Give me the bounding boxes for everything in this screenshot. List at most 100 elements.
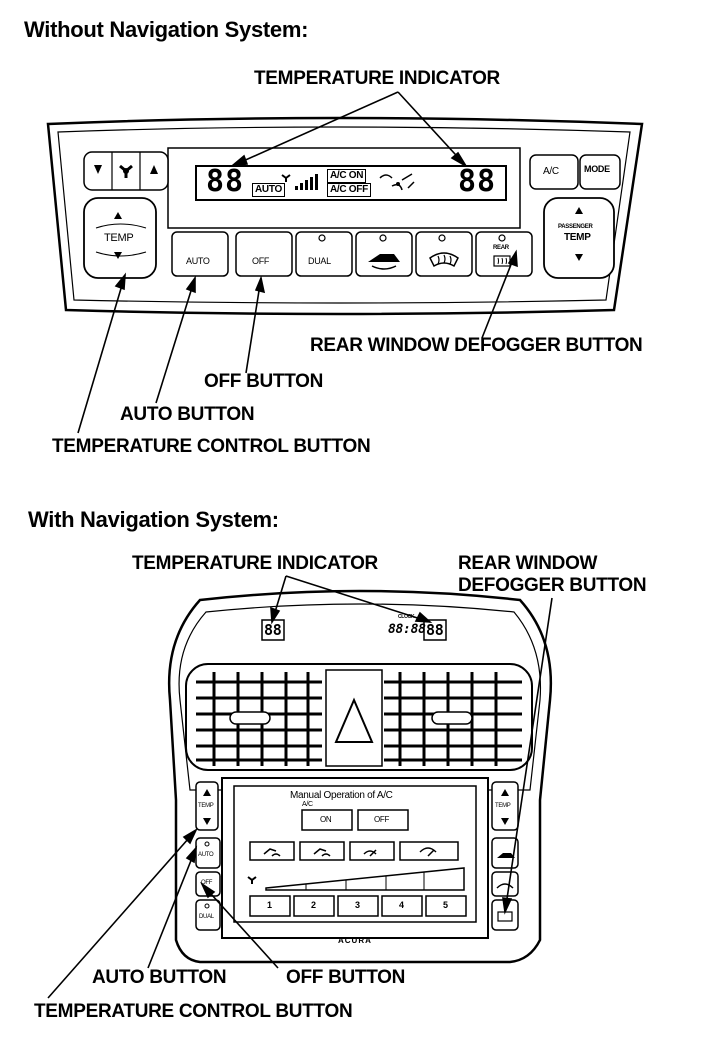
nav-temp-label-left: TEMP	[198, 803, 214, 809]
callout-lines	[77, 91, 518, 434]
windshield-defrost-icon	[429, 252, 459, 268]
callout-off-button-nav: OFF BUTTON	[286, 967, 406, 988]
fan-icon	[247, 876, 257, 884]
fan-level-label-2: 2	[311, 900, 316, 910]
callout-off-button: OFF BUTTON	[204, 371, 324, 392]
temperature-indicator-left: 88	[206, 164, 245, 199]
nav-recirculation-button[interactable]	[491, 837, 519, 869]
callout-temperature-control-nav: TEMPERATURE CONTROL BUTTON	[34, 1001, 353, 1022]
nav-auto-label: AUTO	[198, 852, 214, 858]
up-arrow-icon	[203, 789, 211, 796]
temp-control-button-left[interactable]	[83, 197, 157, 279]
indicator-lamp	[318, 234, 326, 242]
up-arrow-icon	[575, 207, 583, 214]
indicator-lamp	[498, 234, 506, 242]
screen-ac-tag: A/C	[302, 801, 313, 808]
ac-on-tag: A/C ON	[327, 169, 367, 183]
auto-button-label: AUTO	[186, 256, 210, 266]
passenger-temp-button[interactable]	[543, 197, 615, 279]
nav-dual-label: DUAL	[199, 914, 214, 920]
nav-temperature-indicator-left: 88	[264, 621, 282, 639]
vent-tab-right	[431, 711, 473, 725]
fan-icon	[119, 164, 133, 178]
rear-defogger-button[interactable]	[475, 231, 533, 277]
nav-housing	[167, 589, 553, 964]
fan-level-label-5: 5	[443, 900, 448, 910]
nav-clock: 88:88	[388, 622, 426, 637]
vent-tab-left	[229, 711, 271, 725]
indicator-lamp	[438, 234, 446, 242]
climate-panel-without-nav	[46, 91, 644, 434]
screen-mode-floor-button[interactable]	[349, 841, 395, 861]
nav-temp-label-right: TEMP	[495, 803, 511, 809]
off-button[interactable]	[235, 231, 293, 277]
down-arrow-icon	[94, 165, 102, 174]
dual-button-label: DUAL	[308, 256, 331, 266]
callout-auto-button: AUTO BUTTON	[120, 404, 255, 425]
callout-temperature-control: TEMPERATURE CONTROL BUTTON	[52, 436, 371, 457]
callout-lines-nav	[47, 575, 553, 999]
mode-button-label: MODE	[584, 164, 610, 174]
auto-mode-tag: AUTO	[252, 183, 285, 197]
mode-button[interactable]	[579, 154, 621, 190]
callout-rear-window-defogger: REAR WINDOW DEFOGGER BUTTON	[310, 335, 643, 356]
vent-grille-left	[196, 672, 322, 766]
hazard-triangle-icon	[334, 697, 374, 743]
screen-title: Manual Operation of A/C	[290, 790, 393, 801]
ac-off-tag: A/C OFF	[327, 183, 371, 197]
nav-off-label: OFF	[201, 880, 213, 886]
nav-defrost-button[interactable]	[491, 871, 519, 897]
up-arrow-icon	[150, 165, 158, 174]
screen-mode-floor-defrost-button[interactable]	[399, 841, 459, 861]
nav-rear-defogger-button[interactable]	[491, 899, 519, 931]
recirculation-icon	[497, 853, 515, 858]
fan-level-label-4: 4	[399, 900, 404, 910]
rear-tag: REAR	[493, 245, 509, 251]
screen-mode-face-button[interactable]	[249, 841, 295, 861]
temperature-indicator-right: 88	[458, 164, 497, 199]
nav-temperature-indicator-right: 88	[426, 621, 444, 639]
passenger-label: PASSENGER	[558, 224, 593, 230]
callout-temperature-indicator-nav: TEMPERATURE INDICATOR	[132, 553, 378, 574]
down-arrow-icon	[575, 254, 583, 261]
down-arrow-icon	[501, 818, 509, 825]
temp-label: TEMP	[104, 232, 134, 244]
rear-defogger-icon	[497, 911, 513, 922]
up-arrow-icon	[114, 212, 122, 219]
windshield-defrost-button[interactable]	[415, 231, 473, 277]
screen-mode-bilevel-button[interactable]	[299, 841, 345, 861]
fan-level-label-3: 3	[355, 900, 360, 910]
bottom-button-row	[171, 231, 533, 277]
callout-auto-button-nav: AUTO BUTTON	[92, 967, 227, 988]
up-arrow-icon	[501, 789, 509, 796]
airflow-mode-icons	[263, 847, 437, 857]
fan-level-label-1: 1	[267, 900, 272, 910]
dual-button[interactable]	[295, 231, 353, 277]
airflow-mode-icon	[379, 173, 415, 191]
fan-speed-wedge	[265, 867, 465, 891]
hazard-button[interactable]	[325, 669, 383, 767]
callout-rear-defogger-line2: DEFOGGER BUTTON	[458, 575, 647, 596]
heading-without-navigation: Without Navigation System:	[24, 17, 309, 42]
heading-with-navigation: With Navigation System:	[28, 507, 279, 532]
down-arrow-icon	[203, 818, 211, 825]
indicator-lamp	[379, 234, 387, 242]
passenger-temp-label: TEMP	[564, 232, 591, 243]
nav-clock-tag: CLOCK	[398, 614, 415, 620]
windshield-defrost-icon	[496, 883, 514, 889]
ac-button[interactable]	[529, 154, 579, 190]
callout-rear-defogger-line1: REAR WINDOW	[458, 553, 598, 574]
fan-speed-bar	[281, 174, 318, 190]
brand-logo: ACURA	[338, 936, 372, 945]
down-arrow-icon	[114, 252, 122, 259]
vent-grille-right	[384, 672, 522, 766]
screen-off-label: OFF	[374, 815, 390, 824]
recirculation-icon	[368, 254, 400, 270]
vent-outer	[185, 663, 533, 771]
fan-control-button[interactable]	[83, 151, 169, 191]
off-button-label: OFF	[252, 256, 270, 266]
nav-screen-frame	[221, 777, 489, 939]
callout-temperature-indicator: TEMPERATURE INDICATOR	[254, 68, 500, 89]
auto-button[interactable]	[171, 231, 229, 277]
ac-button-label: A/C	[543, 166, 559, 177]
